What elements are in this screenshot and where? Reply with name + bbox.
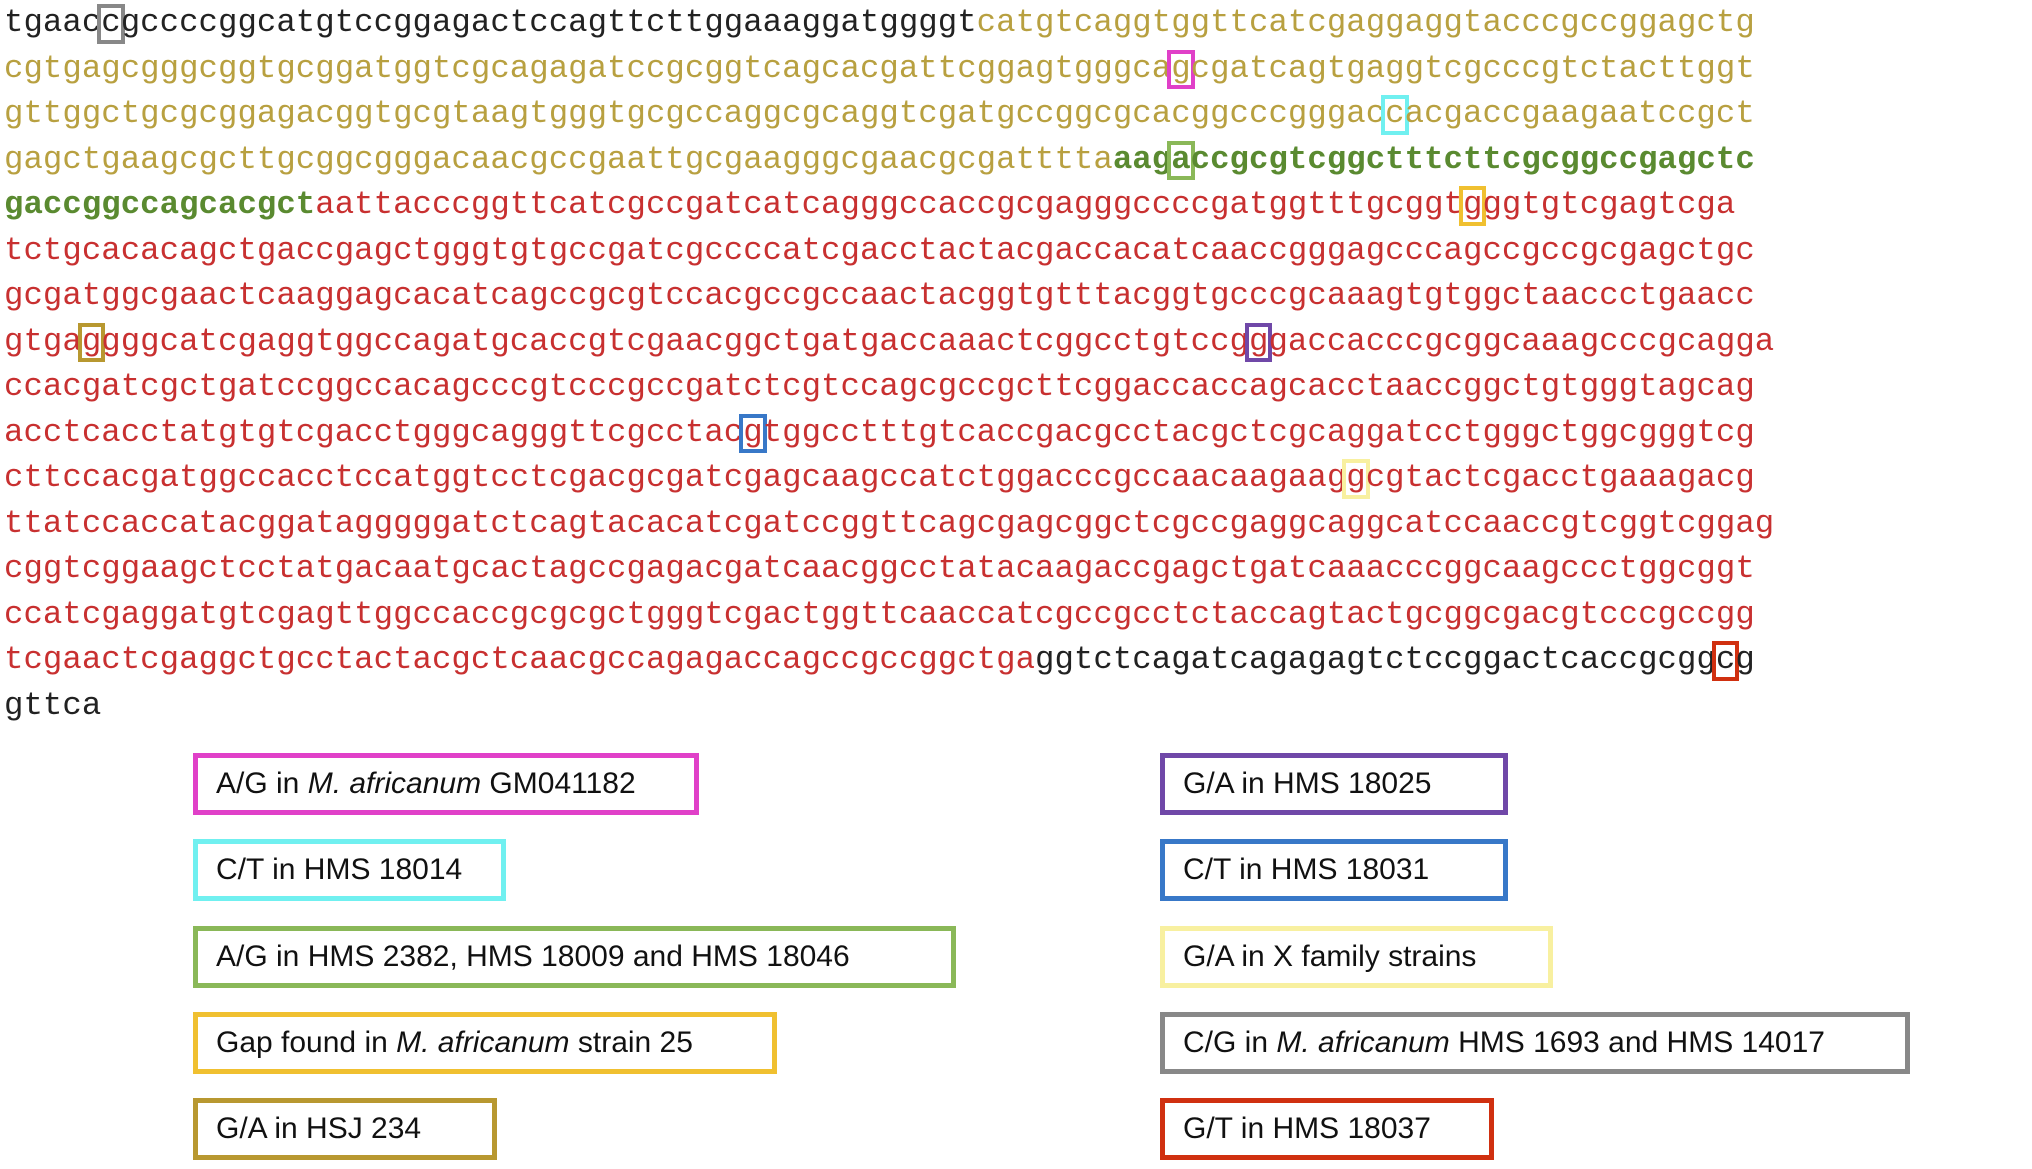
legend-text: G/T in HMS 18037 <box>1183 1112 1431 1145</box>
sequence-line: gttca <box>4 686 102 724</box>
legend-text: C/G in <box>1183 1026 1277 1059</box>
legend-text: M. africanum <box>307 767 482 800</box>
sequence-line: gaccggccagcacgctaattacccggttcatcgccgatca… <box>4 182 2028 228</box>
legend-text: C/T in HMS 18014 <box>216 853 463 886</box>
legend-text: A/G in <box>216 767 308 800</box>
legend-item: A/G in HMS 2382, HMS 18009 and HMS 18046 <box>193 926 956 988</box>
highlighted-base: c <box>97 0 126 46</box>
sequence-line: ccacgatcgctgatccggccacagcccgtcccgccgatct… <box>4 368 1755 405</box>
legend-text: strain 25 <box>569 1026 693 1059</box>
legend-text: C/T in HMS 18031 <box>1183 853 1430 886</box>
highlighted-base: g <box>1342 455 1371 501</box>
legend-text: HMS 1693 and HMS 14017 <box>1449 1026 1825 1059</box>
highlighted-base: a <box>1167 137 1196 183</box>
sequence-line: tgaaccgccccggcatgtccggagactccagttcttggaa… <box>4 0 2028 46</box>
legend-text: M. africanum <box>1276 1026 1450 1059</box>
sequence-line: acctcacctatgtgtcgacctgggcagggttcgcctacgt… <box>4 410 2028 456</box>
legend-item: C/T in HMS 18031 <box>1160 839 1508 901</box>
highlighted-base: c <box>1381 91 1410 137</box>
sequence-line: ttatccaccatacggatagggggatctcagtacacatcga… <box>4 504 1775 542</box>
legend-item: G/A in HMS 18025 <box>1160 753 1508 815</box>
legend-text: GM041182 <box>481 767 636 800</box>
dna-sequence: tgaaccgccccggcatgtccggagactccagttcttggaa… <box>4 0 2028 728</box>
sequence-line: gtgaggggcatcgaggtggccagatgcaccgtcgaacggc… <box>4 319 2028 365</box>
legend-text: G/A in HMS 18025 <box>1183 767 1432 800</box>
legend-item: G/A in X family strains <box>1160 926 1553 988</box>
sequence-line: cttccacgatggccacctccatggtcctcgacgcgatcga… <box>4 455 2028 501</box>
legend-item: C/T in HMS 18014 <box>193 839 506 901</box>
legend-text: Gap found in <box>216 1026 397 1059</box>
highlighted-base: g <box>1167 46 1196 92</box>
sequence-line: gcgatggcgaactcaaggagcacatcagccgcgtccacgc… <box>4 277 1755 314</box>
highlighted-base: c <box>1711 637 1740 683</box>
legend-item: G/T in HMS 18037 <box>1160 1098 1494 1160</box>
legend-text: G/A in HSJ 234 <box>216 1112 422 1145</box>
legend-item: Gap found in M. africanum strain 25 <box>193 1012 777 1074</box>
legend-item: A/G in M. africanum GM041182 <box>193 753 699 815</box>
legend-text: M. africanum <box>396 1026 570 1059</box>
legend-item: C/G in M. africanum HMS 1693 and HMS 140… <box>1160 1012 1910 1074</box>
sequence-line: cggtcggaagctcctatgacaatgcactagccgagacgat… <box>4 550 1755 587</box>
legend-text: A/G in HMS 2382, HMS 18009 and HMS 18046 <box>216 940 850 973</box>
highlighted-base: g <box>1458 182 1487 228</box>
highlighted-base: g <box>1244 319 1274 365</box>
sequence-line: gagctgaagcgcttgcggcgggacaacgccgaattgcgaa… <box>4 137 2028 183</box>
legend-item: G/A in HSJ 234 <box>193 1098 497 1160</box>
sequence-line: ccatcgaggatgtcgagttggccaccgcgcgctgggtcga… <box>4 595 1755 633</box>
sequence-line: tctgcacacagctgaccgagctgggtgtgccgatcgcccc… <box>4 231 1755 269</box>
highlighted-base: g <box>77 319 106 365</box>
highlighted-base: g <box>739 410 768 456</box>
sequence-line: tcgaactcgaggctgcctactacgctcaacgccagagacc… <box>4 637 2028 683</box>
sequence-line: cgtgagcgggcggtgcggatggtcgcagagatccgcggtc… <box>4 46 2028 92</box>
sequence-line: gttggctgcgcggagacggtgcgtaagtgggtgcgccagg… <box>4 91 2028 137</box>
legend-text: G/A in X family strains <box>1183 940 1477 973</box>
